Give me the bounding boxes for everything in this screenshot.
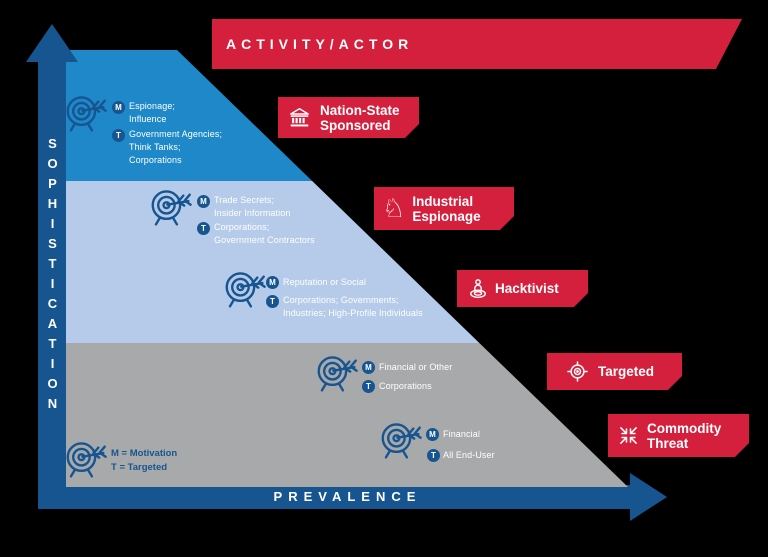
motivation-badge: M	[112, 101, 125, 114]
target-arrow-icon	[63, 92, 109, 139]
legend-targeted: T = Targeted	[111, 462, 168, 473]
target-arrow-icon	[314, 352, 360, 399]
motivation-badge: M	[362, 361, 375, 374]
ribbon-label: Hacktivist	[495, 281, 559, 296]
target-badge: T	[427, 449, 440, 462]
sophistication-axis-bar	[38, 58, 66, 509]
motivation-text: Reputation or Social	[283, 277, 367, 287]
person-icon	[467, 278, 489, 300]
target-text: Government Agencies; Think Tanks; Corpor…	[129, 129, 223, 165]
chess-knight-icon: ♘	[382, 193, 406, 224]
ribbon-targeted: Targeted	[547, 353, 682, 390]
target-arrow-icon	[148, 186, 194, 233]
motivation-badge: M	[426, 428, 439, 441]
target-badge: T	[266, 295, 279, 308]
ribbon-industrial-espionage: ♘ Industrial Espionage	[374, 187, 514, 230]
target-badge: T	[197, 222, 210, 235]
crosshair-icon	[566, 360, 589, 383]
prevalence-axis-arrowhead	[630, 473, 667, 521]
motivation-badge: M	[266, 276, 279, 289]
motivation-badge: M	[197, 195, 210, 208]
ribbon-label: Nation-State Sponsored	[320, 102, 400, 133]
motivation-text: Trade Secrets; Insider Information	[214, 195, 291, 218]
target-text: Corporations; Governments; Industries; H…	[283, 295, 423, 318]
ribbon-commodity-threat: Commodity Threat	[608, 414, 749, 457]
ribbon-nation-state-sponsored: Nation-State Sponsored	[278, 97, 419, 138]
target-badge: T	[112, 129, 125, 142]
motivation-text: Financial	[443, 429, 480, 439]
prevalence-axis-label: PREVALENCE	[273, 489, 422, 504]
converging-arrows-icon	[618, 425, 639, 446]
ribbon-label: Targeted	[598, 364, 655, 379]
target-arrow-icon	[63, 438, 109, 485]
activity-actor-banner: ACTIVITY/ACTOR	[212, 19, 742, 69]
motivation-text: Financial or Other	[379, 362, 453, 372]
motivation-text: Espionage; Influence	[129, 101, 176, 124]
target-arrow-icon	[222, 268, 268, 315]
prevalence-axis-bar	[38, 485, 630, 509]
sophistication-axis-label: SOPHISTICATION	[38, 136, 66, 416]
target-text: All End-User	[443, 450, 495, 460]
target-text: Corporations	[379, 381, 432, 391]
government-building-icon	[288, 107, 311, 128]
target-arrow-icon	[378, 419, 424, 466]
legend: M = Motivation T = Targeted	[111, 447, 177, 475]
target-badge: T	[362, 380, 375, 393]
ribbon-hacktivist: Hacktivist	[457, 270, 588, 307]
sophistication-axis-text: SOPHISTICATION	[45, 136, 60, 416]
sophistication-axis-arrowhead	[26, 24, 78, 62]
ribbon-label: Industrial Espionage	[412, 193, 481, 224]
target-text: Corporations; Government Contractors	[214, 222, 315, 245]
legend-motivation: M = Motivation	[111, 448, 178, 459]
activity-actor-title: ACTIVITY/ACTOR	[226, 36, 414, 52]
ribbon-label: Commodity Threat	[647, 420, 722, 451]
